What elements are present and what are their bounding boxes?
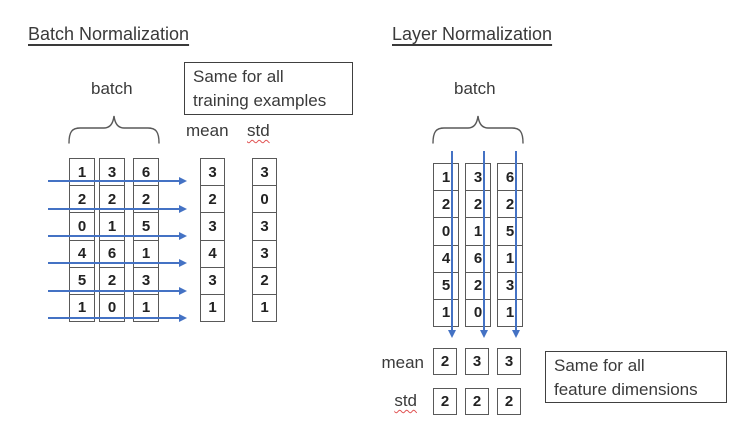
- std-label-left: std: [247, 121, 270, 140]
- matrix-cell: 4: [433, 244, 459, 273]
- layer-normalization-title: Layer Normalization: [392, 24, 553, 44]
- note-line-2: feature dimensions: [554, 380, 698, 399]
- row-arrow-line-5: [48, 290, 179, 292]
- mean-cell: 3: [200, 266, 225, 295]
- row-arrow-head-6: [179, 313, 187, 322]
- matrix-cell: 1: [433, 298, 459, 328]
- mean-cell: 3: [200, 212, 225, 241]
- mean-label-left: mean: [186, 121, 229, 140]
- row-arrow-line-3: [48, 235, 179, 237]
- matrix-cell: 2: [497, 190, 523, 219]
- layer-normalization-panel-title-wrap: Layer Normalization: [392, 24, 552, 45]
- matrix-cell: 6: [497, 163, 523, 192]
- note-box-training-examples: Same for all training examples: [184, 62, 353, 115]
- mean-cell: 1: [200, 293, 225, 323]
- mean-cell: 3: [497, 348, 521, 375]
- row-arrow-line-2: [48, 208, 179, 210]
- matrix-cell: 0: [465, 298, 491, 328]
- matrix-cell: 3: [465, 163, 491, 192]
- batch-normalization-title: Batch Normalization: [28, 24, 190, 44]
- std-cell: 3: [252, 212, 277, 241]
- std-cell: 0: [252, 185, 277, 214]
- matrix-cell: 1: [465, 217, 491, 246]
- row-arrow-head-5: [179, 286, 187, 295]
- std-label-right: std: [394, 391, 417, 410]
- note-box-feature-dimensions: Same for all feature dimensions: [545, 351, 727, 403]
- mean-cell: 2: [433, 348, 457, 375]
- row-arrow-head-1: [179, 176, 187, 185]
- column-arrow-head-1: [447, 330, 456, 338]
- std-cell: 2: [252, 266, 277, 295]
- row-arrow-head-2: [179, 204, 187, 213]
- std-cell: 2: [497, 388, 521, 415]
- mean-label-right: mean: [381, 353, 424, 372]
- matrix-cell: 5: [497, 217, 523, 246]
- column-arrow-line-1: [451, 151, 453, 331]
- column-arrow-head-2: [479, 330, 488, 338]
- matrix-cell: 6: [465, 244, 491, 273]
- matrix-cell: 1: [497, 244, 523, 273]
- note-line-1: Same for all: [554, 356, 645, 375]
- mean-cell: 3: [465, 348, 489, 375]
- std-cell: 3: [252, 158, 277, 187]
- matrix-cell: 3: [497, 271, 523, 300]
- note-line-2: training examples: [193, 91, 327, 110]
- matrix-cell: 1: [497, 298, 523, 328]
- matrix-cell: 1: [433, 163, 459, 192]
- row-arrow-head-4: [179, 258, 187, 267]
- batch-brace-left: [68, 115, 160, 144]
- row-arrow-line-4: [48, 262, 179, 264]
- batch-brace-right: [432, 115, 524, 144]
- column-arrow-line-2: [483, 151, 485, 331]
- row-arrow-line-6: [48, 317, 179, 319]
- matrix-cell: 2: [465, 271, 491, 300]
- matrix-cell: 2: [433, 190, 459, 219]
- batch-label-left: batch: [91, 79, 133, 98]
- matrix-cell: 2: [465, 190, 491, 219]
- note-line-1: Same for all: [193, 67, 284, 86]
- batch-normalization-panel-title-wrap: Batch Normalization: [28, 24, 189, 45]
- matrix-cell: 0: [433, 217, 459, 246]
- mean-cell: 3: [200, 158, 225, 187]
- row-arrow-line-1: [48, 180, 179, 182]
- column-arrow-head-3: [511, 330, 520, 338]
- matrix-cell: 5: [433, 271, 459, 300]
- row-arrow-head-3: [179, 231, 187, 240]
- std-cell: 2: [465, 388, 489, 415]
- std-cell: 2: [433, 388, 457, 415]
- mean-cell: 2: [200, 185, 225, 214]
- mean-cell: 4: [200, 239, 225, 268]
- column-arrow-line-3: [515, 151, 517, 331]
- batch-label-right: batch: [454, 79, 496, 98]
- std-cell: 3: [252, 239, 277, 268]
- std-cell: 1: [252, 293, 277, 323]
